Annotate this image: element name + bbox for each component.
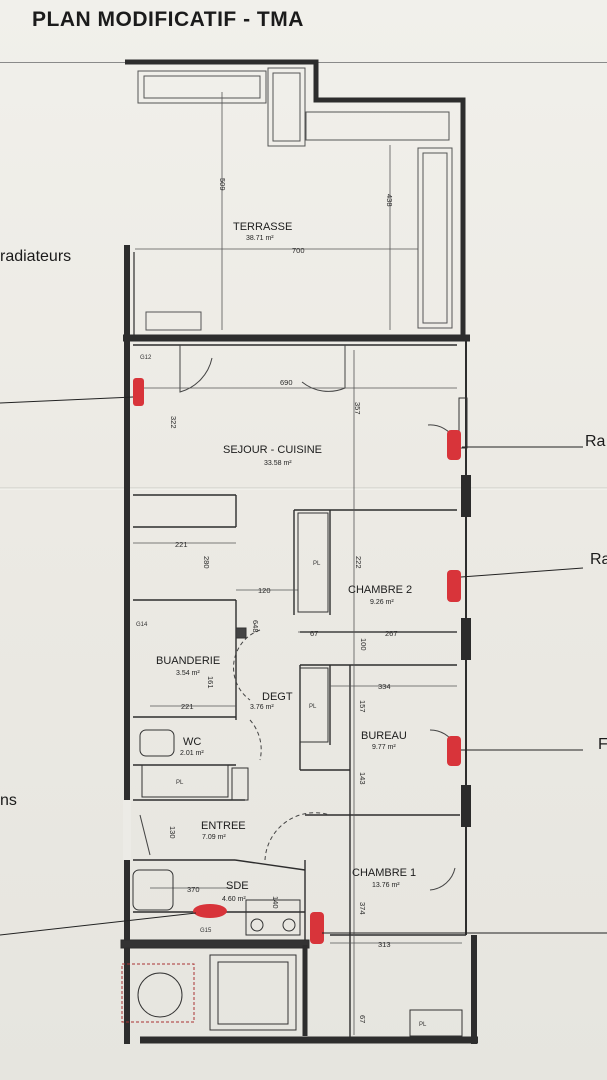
- dim-120: 120: [258, 586, 271, 595]
- side-label-radiateurs: radiateurs: [0, 248, 72, 265]
- room-label-degt: DEGT: [262, 691, 293, 703]
- room-area-sde: 4.60 m²: [222, 896, 246, 903]
- dim-100: 100: [359, 638, 368, 651]
- dim-222: 222: [354, 556, 363, 569]
- room-area-terrasse: 38.71 m²: [246, 235, 274, 242]
- room-label-wc: WC: [183, 736, 201, 748]
- side-label-right-2: Ra: [590, 551, 607, 568]
- room-area-wc: 2.01 m²: [180, 750, 204, 757]
- room-area-chambre2: 9.26 m²: [370, 599, 394, 606]
- room-area-chambre1: 13.76 m²: [372, 882, 400, 889]
- toilet: [139, 729, 175, 757]
- room-label-terrasse: TERRASSE: [233, 221, 292, 233]
- radiator-sejour: [133, 378, 144, 406]
- dim-322: 322: [169, 416, 178, 429]
- dim-690: 690: [280, 378, 293, 387]
- room-label-bureau: BUREAU: [361, 730, 407, 742]
- dim-143: 143: [358, 772, 367, 785]
- room-area-buanderie: 3.54 m²: [176, 670, 200, 677]
- dim-161: 161: [206, 676, 215, 689]
- shower-tray: [132, 869, 174, 911]
- fixture-label-pl-wc: PL: [176, 780, 184, 786]
- room-label-chambre2: CHAMBRE 2: [348, 584, 412, 596]
- radiator-sejour-right: [447, 430, 461, 460]
- radiators: [133, 378, 461, 944]
- room-label-entree: ENTREE: [201, 820, 246, 832]
- room-label-buanderie: BUANDERIE: [156, 655, 220, 667]
- dim-509: 509: [218, 178, 227, 191]
- dim-357: 357: [353, 402, 362, 415]
- door-swings: [139, 345, 456, 891]
- document-title: PLAN MODIFICATIF - TMA: [32, 8, 304, 31]
- dim-157: 157: [358, 700, 367, 713]
- dim-334: 334: [378, 682, 391, 691]
- fixture-label-g14: G14: [136, 622, 148, 628]
- fixture-label-g12: G12: [140, 355, 152, 361]
- stair-circle: [137, 972, 183, 1018]
- facade-windows: [458, 397, 471, 827]
- room-area-sejour: 33.58 m²: [264, 460, 292, 467]
- terrace-planters: [137, 67, 453, 331]
- fixture-label-pl-chambre2: PL: [313, 561, 321, 567]
- dim-370: 370: [187, 885, 200, 894]
- fixture-label-pl-degt: PL: [309, 704, 317, 710]
- fixture-label-pl-chambre1: PL: [419, 1022, 427, 1028]
- dim-221b: 221: [181, 702, 194, 711]
- exterior-walls: [120, 59, 478, 1044]
- dim-67b: 67: [358, 1015, 367, 1023]
- dimension-lines: [133, 350, 462, 1035]
- room-label-sde: SDE: [226, 880, 249, 892]
- dim-280: 280: [202, 556, 211, 569]
- dim-438: 438: [385, 194, 394, 207]
- paper-fold: [0, 487, 607, 490]
- dim-313: 313: [378, 940, 391, 949]
- dim-67: 67: [310, 629, 318, 638]
- dim-648: 648: [251, 620, 260, 633]
- side-label-right-1: Ra: [585, 433, 606, 450]
- radiator-chambre2: [447, 570, 461, 602]
- dim-221: 221: [175, 540, 188, 549]
- radiator-chambre1: [310, 912, 324, 944]
- side-label-bottom-left: ns: [0, 792, 17, 809]
- radiator-bureau: [447, 736, 461, 766]
- room-area-bureau: 9.77 m²: [372, 744, 396, 751]
- fixtures: [121, 512, 463, 1037]
- room-area-degt: 3.76 m²: [250, 704, 274, 711]
- room-label-chambre1: CHAMBRE 1: [352, 867, 416, 879]
- dim-140: 140: [271, 896, 280, 909]
- radiator-sde: [193, 904, 227, 918]
- dim-700: 700: [292, 246, 305, 255]
- side-label-right-3: F: [598, 736, 607, 753]
- dim-374: 374: [358, 902, 367, 915]
- leader-lines: [0, 396, 607, 936]
- dim-130: 130: [168, 826, 177, 839]
- room-label-sejour: SEJOUR - CUISINE: [223, 444, 322, 456]
- room-area-entree: 7.09 m²: [202, 834, 226, 841]
- fixture-label-g15: G15: [200, 928, 212, 934]
- dim-267: 267: [385, 629, 398, 638]
